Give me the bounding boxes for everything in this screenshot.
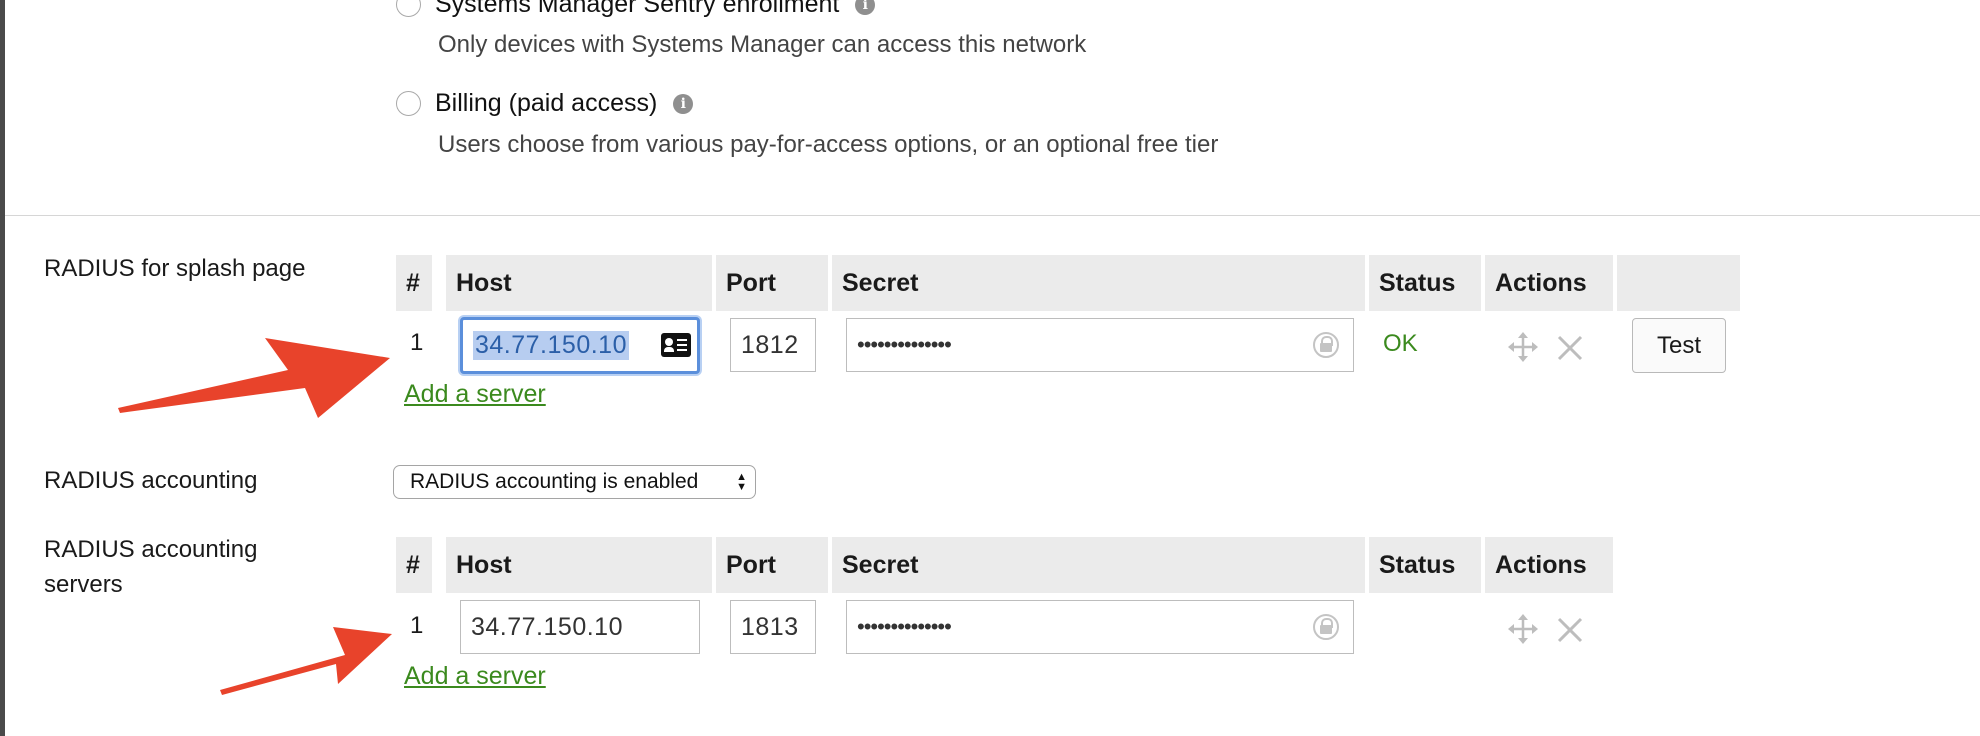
col-header-num: # — [396, 537, 432, 593]
info-icon[interactable]: i — [673, 93, 694, 114]
radio-option-sentry[interactable]: Systems Manager Sentry enrollment i — [396, 0, 876, 19]
col-header-num: # — [396, 255, 432, 311]
col-header-secret: Secret — [832, 255, 1365, 311]
col-header-actions: Actions — [1485, 255, 1613, 311]
radius-accounting-servers-label: RADIUS accounting servers — [44, 536, 258, 598]
radio-sentry-description: Only devices with Systems Manager can ac… — [438, 31, 1087, 58]
close-icon[interactable] — [1555, 615, 1585, 645]
port-value: 1813 — [741, 612, 799, 641]
col-header-port: Port — [716, 255, 828, 311]
move-icon[interactable] — [1508, 332, 1538, 362]
section-divider — [5, 215, 1980, 216]
secret-value: •••••••••••••• — [857, 332, 952, 357]
col-header-blank — [1617, 255, 1740, 311]
lock-icon[interactable] — [1313, 332, 1339, 358]
port-value: 1812 — [741, 330, 799, 359]
col-header-secret: Secret — [832, 537, 1365, 593]
add-server-link[interactable]: Add a server — [404, 662, 546, 690]
add-server-link[interactable]: Add a server — [404, 380, 546, 408]
col-header-host: Host — [446, 255, 712, 311]
radius-splash-label: RADIUS for splash page — [44, 255, 306, 282]
radius-accounting-select[interactable]: RADIUS accounting is enabled ▲▼ — [393, 465, 756, 499]
row-number: 1 — [410, 612, 424, 639]
secret-input[interactable]: •••••••••••••• — [846, 318, 1354, 372]
col-header-status: Status — [1369, 537, 1481, 593]
chevron-updown-icon: ▲▼ — [736, 471, 747, 493]
port-input[interactable]: 1812 — [730, 318, 816, 372]
secret-input[interactable]: •••••••••••••• — [846, 600, 1354, 654]
col-header-port: Port — [716, 537, 828, 593]
host-input[interactable]: 34.77.150.10 — [460, 600, 700, 654]
col-header-actions: Actions — [1485, 537, 1613, 593]
col-header-status: Status — [1369, 255, 1481, 311]
radio-billing-description: Users choose from various pay-for-access… — [438, 131, 1219, 158]
radio-billing-label: Billing (paid access) — [435, 89, 658, 117]
host-input[interactable]: 34.77.150.10 — [460, 317, 700, 374]
lock-icon[interactable] — [1313, 614, 1339, 640]
window-left-edge — [0, 0, 5, 736]
select-value: RADIUS accounting is enabled — [410, 470, 699, 493]
row-number: 1 — [410, 329, 424, 356]
radio-option-billing[interactable]: Billing (paid access) i — [396, 89, 694, 118]
host-value: 34.77.150.10 — [473, 331, 629, 360]
radio-billing[interactable] — [396, 91, 421, 116]
radio-sentry-label: Systems Manager Sentry enrollment — [435, 0, 840, 18]
info-icon[interactable]: i — [855, 0, 876, 15]
port-input[interactable]: 1813 — [730, 600, 816, 654]
move-icon[interactable] — [1508, 614, 1538, 644]
radius-accounting-label: RADIUS accounting — [44, 467, 258, 494]
secret-value: •••••••••••••• — [857, 614, 952, 639]
host-value: 34.77.150.10 — [471, 612, 623, 641]
vcard-icon[interactable] — [661, 333, 691, 357]
test-button[interactable]: Test — [1632, 318, 1726, 373]
arrow-annotation — [118, 338, 390, 418]
arrow-annotation — [220, 627, 392, 695]
col-header-host: Host — [446, 537, 712, 593]
status-ok: OK — [1383, 330, 1418, 357]
close-icon[interactable] — [1555, 333, 1585, 363]
